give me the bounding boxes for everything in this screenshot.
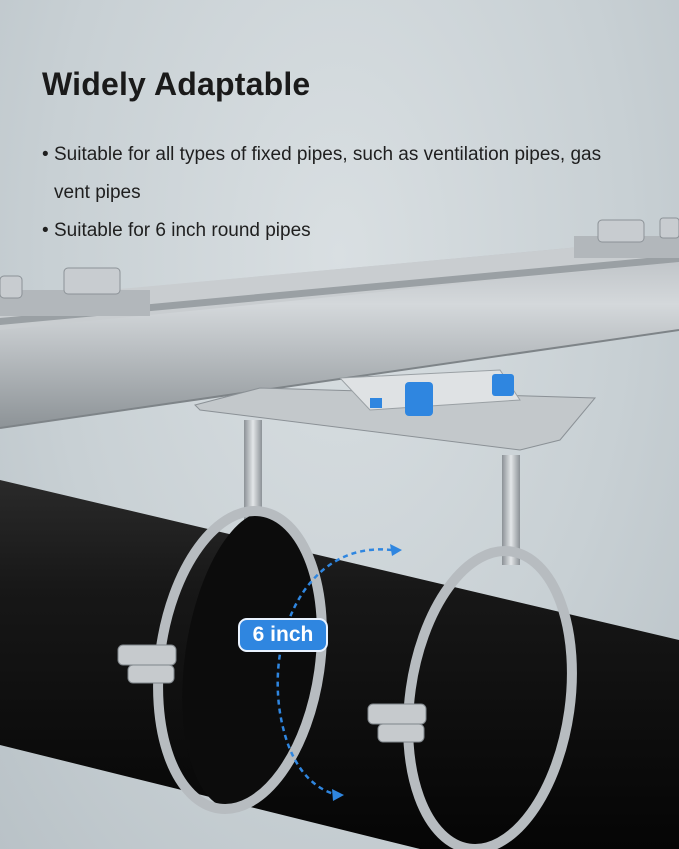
arrow-head-top: [390, 544, 402, 556]
arrow-head-bottom: [332, 789, 344, 801]
upper-strut-channel: [0, 238, 679, 429]
page-title: Widely Adaptable: [42, 66, 311, 102]
feature-item: Suitable for all types of fixed pipes, s…: [42, 136, 642, 212]
clamp-fasteners: [117, 644, 427, 743]
lower-strut-clamp: [194, 369, 597, 451]
feature-item: Suitable for 6 inch round pipes: [42, 212, 642, 250]
size-badge: 6 inch: [238, 618, 328, 652]
diameter-arrow: [276, 548, 393, 797]
threaded-rods: [244, 420, 520, 565]
feature-list: Suitable for all types of fixed pipes, s…: [42, 136, 642, 250]
